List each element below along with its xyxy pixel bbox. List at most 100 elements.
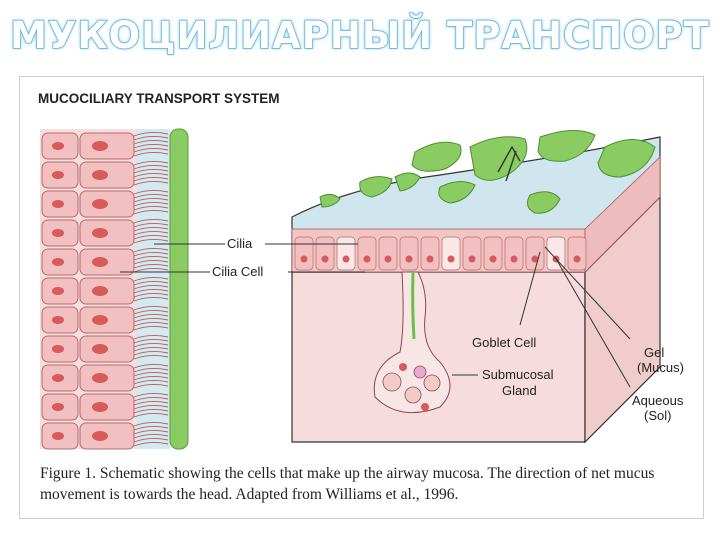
cell-nucleus: [92, 431, 108, 441]
cell-nucleus: [92, 315, 108, 325]
cilium: [133, 201, 169, 207]
cilium: [133, 230, 169, 236]
cell-nucleus: [92, 344, 108, 354]
cilium: [133, 404, 169, 410]
epithelial-cell: [483, 236, 503, 271]
cell-nucleus: [300, 255, 308, 263]
cell-nucleus: [52, 345, 64, 353]
cilium: [133, 222, 169, 228]
cell-nucleus: [405, 255, 413, 263]
cilium: [133, 437, 169, 443]
epithelial-cell: [357, 236, 377, 271]
cilium: [133, 396, 169, 402]
cell-nucleus: [510, 255, 518, 263]
cilium: [133, 280, 169, 286]
epithelial-cell: [399, 236, 419, 271]
cilia-cell-column: [40, 128, 189, 450]
cilium: [133, 441, 169, 447]
cilium: [133, 334, 169, 340]
cilium: [133, 255, 169, 261]
cilium: [133, 267, 169, 273]
label-submucosal-line2: Gland: [502, 383, 537, 398]
cell-nucleus: [52, 258, 64, 266]
cell-nucleus: [52, 374, 64, 382]
cell-nucleus: [92, 141, 108, 151]
cell-nucleus: [92, 373, 108, 383]
cilium: [133, 425, 169, 431]
cilium: [133, 309, 169, 315]
cell-nucleus: [92, 170, 108, 180]
cell-nucleus: [426, 255, 434, 263]
cilium: [133, 288, 169, 294]
cilium: [133, 363, 169, 369]
cilium: [133, 209, 169, 215]
epithelial-cell: [462, 236, 482, 271]
cilium: [133, 412, 169, 418]
cilium: [133, 251, 169, 257]
cell-nucleus: [531, 255, 539, 263]
label-aqueous-line1: Aqueous: [632, 393, 684, 408]
cell-nucleus: [52, 200, 64, 208]
cilium: [133, 296, 169, 302]
cilium: [133, 284, 169, 290]
cilium: [133, 226, 169, 232]
label-aqueous-line2: (Sol): [644, 408, 671, 423]
cilium: [133, 383, 169, 389]
label-submucosal-line1: Submucosal: [482, 367, 554, 382]
cilium: [133, 172, 169, 178]
cilium: [133, 247, 169, 253]
cilium: [133, 354, 169, 360]
cilium: [133, 276, 169, 282]
cilium: [133, 176, 169, 182]
label-goblet-cell: Goblet Cell: [472, 335, 536, 350]
cilium: [133, 338, 169, 344]
cilium: [133, 346, 169, 352]
epithelial-cell: [294, 236, 314, 271]
airway-mucosa-block: [291, 130, 661, 444]
goblet-cell: [336, 236, 356, 271]
cilium: [133, 135, 169, 141]
cilium: [133, 147, 169, 153]
cilium: [133, 168, 169, 174]
label-cilia: Cilia: [227, 236, 253, 251]
slide-title: МУКОЦИЛИАРНЫЙ ТРАНСПОРТ: [9, 13, 710, 58]
cell-nucleus: [52, 432, 64, 440]
figure-caption: Figure 1. Schematic showing the cells th…: [40, 465, 655, 503]
figure-heading: MUCOCILIARY TRANSPORT SYSTEM: [38, 91, 280, 106]
cilium: [133, 259, 169, 265]
cell-nucleus: [573, 255, 581, 263]
cell-nucleus: [52, 142, 64, 150]
cilium: [133, 342, 169, 348]
cilium: [133, 375, 169, 381]
cell-nucleus: [363, 255, 371, 263]
cilium: [133, 371, 169, 377]
cilium: [133, 321, 169, 327]
cell-nucleus: [52, 229, 64, 237]
cilium: [133, 317, 169, 323]
cilium: [133, 429, 169, 435]
cilium: [133, 292, 169, 298]
cell-nucleus: [52, 287, 64, 295]
epithelial-cell: [504, 236, 524, 271]
cell-nucleus: [92, 257, 108, 267]
submucosal-gland: [373, 271, 451, 414]
cilium: [133, 238, 169, 244]
cilium: [133, 400, 169, 406]
cilium: [133, 379, 169, 385]
cell-nucleus: [92, 402, 108, 412]
cell-nucleus: [52, 316, 64, 324]
cilium: [133, 193, 169, 199]
cell-nucleus: [321, 255, 329, 263]
cell-nucleus: [447, 255, 455, 263]
cilium: [133, 218, 169, 224]
cell-nucleus: [92, 199, 108, 209]
cilium: [133, 139, 169, 145]
figure-panel: Cilia Cilia Cell Goblet Cell Submucosal …: [19, 76, 704, 519]
cilium: [133, 234, 169, 240]
cell-nucleus: [468, 255, 476, 263]
cilium: [133, 367, 169, 373]
cilium: [133, 263, 169, 269]
label-cilia-cell: Cilia Cell: [212, 264, 263, 279]
cell-nucleus: [384, 255, 392, 263]
cilium: [133, 143, 169, 149]
